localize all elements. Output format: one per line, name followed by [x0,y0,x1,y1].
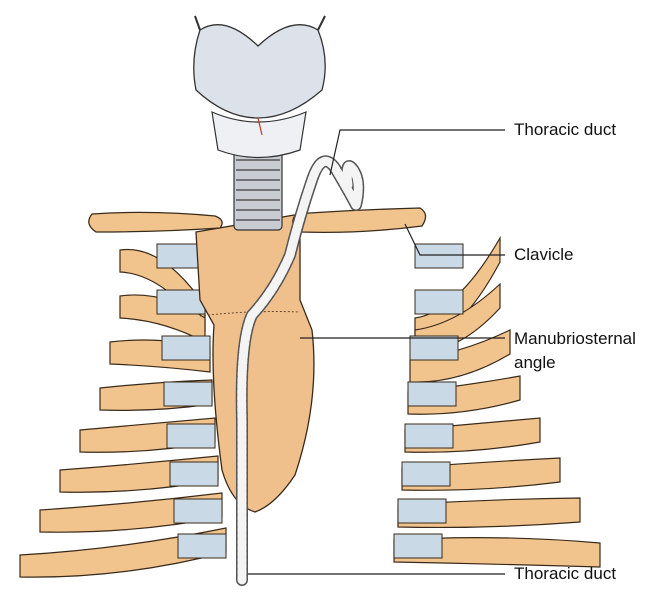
right-rib-5 [405,418,540,452]
left-rib-6 [60,456,218,492]
right-rib-7 [398,498,580,527]
left-rib-4 [100,380,212,410]
right-ribs [394,238,600,567]
label-clavicle: Clavicle [514,244,574,266]
left-rib-8 [20,528,226,577]
right-rib-6 [402,458,560,490]
left-clavicle [89,212,222,232]
trachea [234,150,282,230]
right-rib-4 [408,376,520,414]
right-clavicle [293,208,426,232]
label-thoracic-duct-top: Thoracic duct [514,119,616,141]
larynx [194,16,325,158]
left-rib-7 [40,493,222,532]
left-rib-5 [80,418,215,452]
left-ribs [20,244,226,577]
left-rib-3 [110,336,210,372]
label-manubriosternal-line1: Manubriosternal [514,328,636,350]
label-manubriosternal-line2: angle [514,352,556,374]
label-thoracic-duct-bottom: Thoracic duct [514,563,616,585]
left-rib-2 [120,290,205,342]
